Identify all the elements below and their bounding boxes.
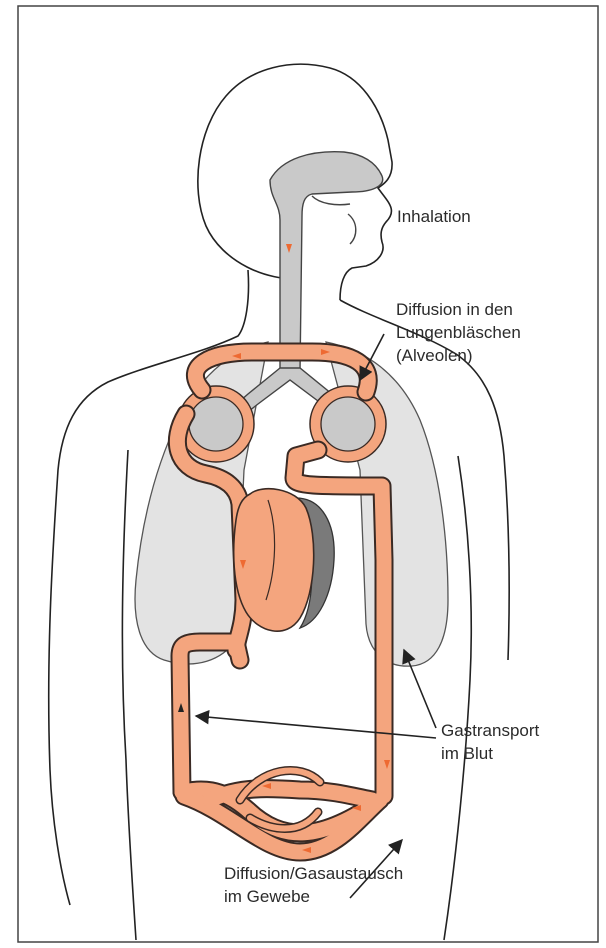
label-alveoli-diffusion: Diffusion in den Lungenbläschen (Alveole… (396, 298, 521, 367)
label-gas-transport: Gastransport im Blut (441, 719, 539, 765)
figure-frame (18, 6, 598, 942)
alveoli-capillaries (178, 386, 386, 462)
heart (234, 489, 334, 631)
label-inhalation: Inhalation (397, 205, 471, 228)
label-tissue-exchange: Diffusion/Gasaustausch im Gewebe (224, 862, 403, 908)
transport-pointer-left (196, 716, 436, 738)
